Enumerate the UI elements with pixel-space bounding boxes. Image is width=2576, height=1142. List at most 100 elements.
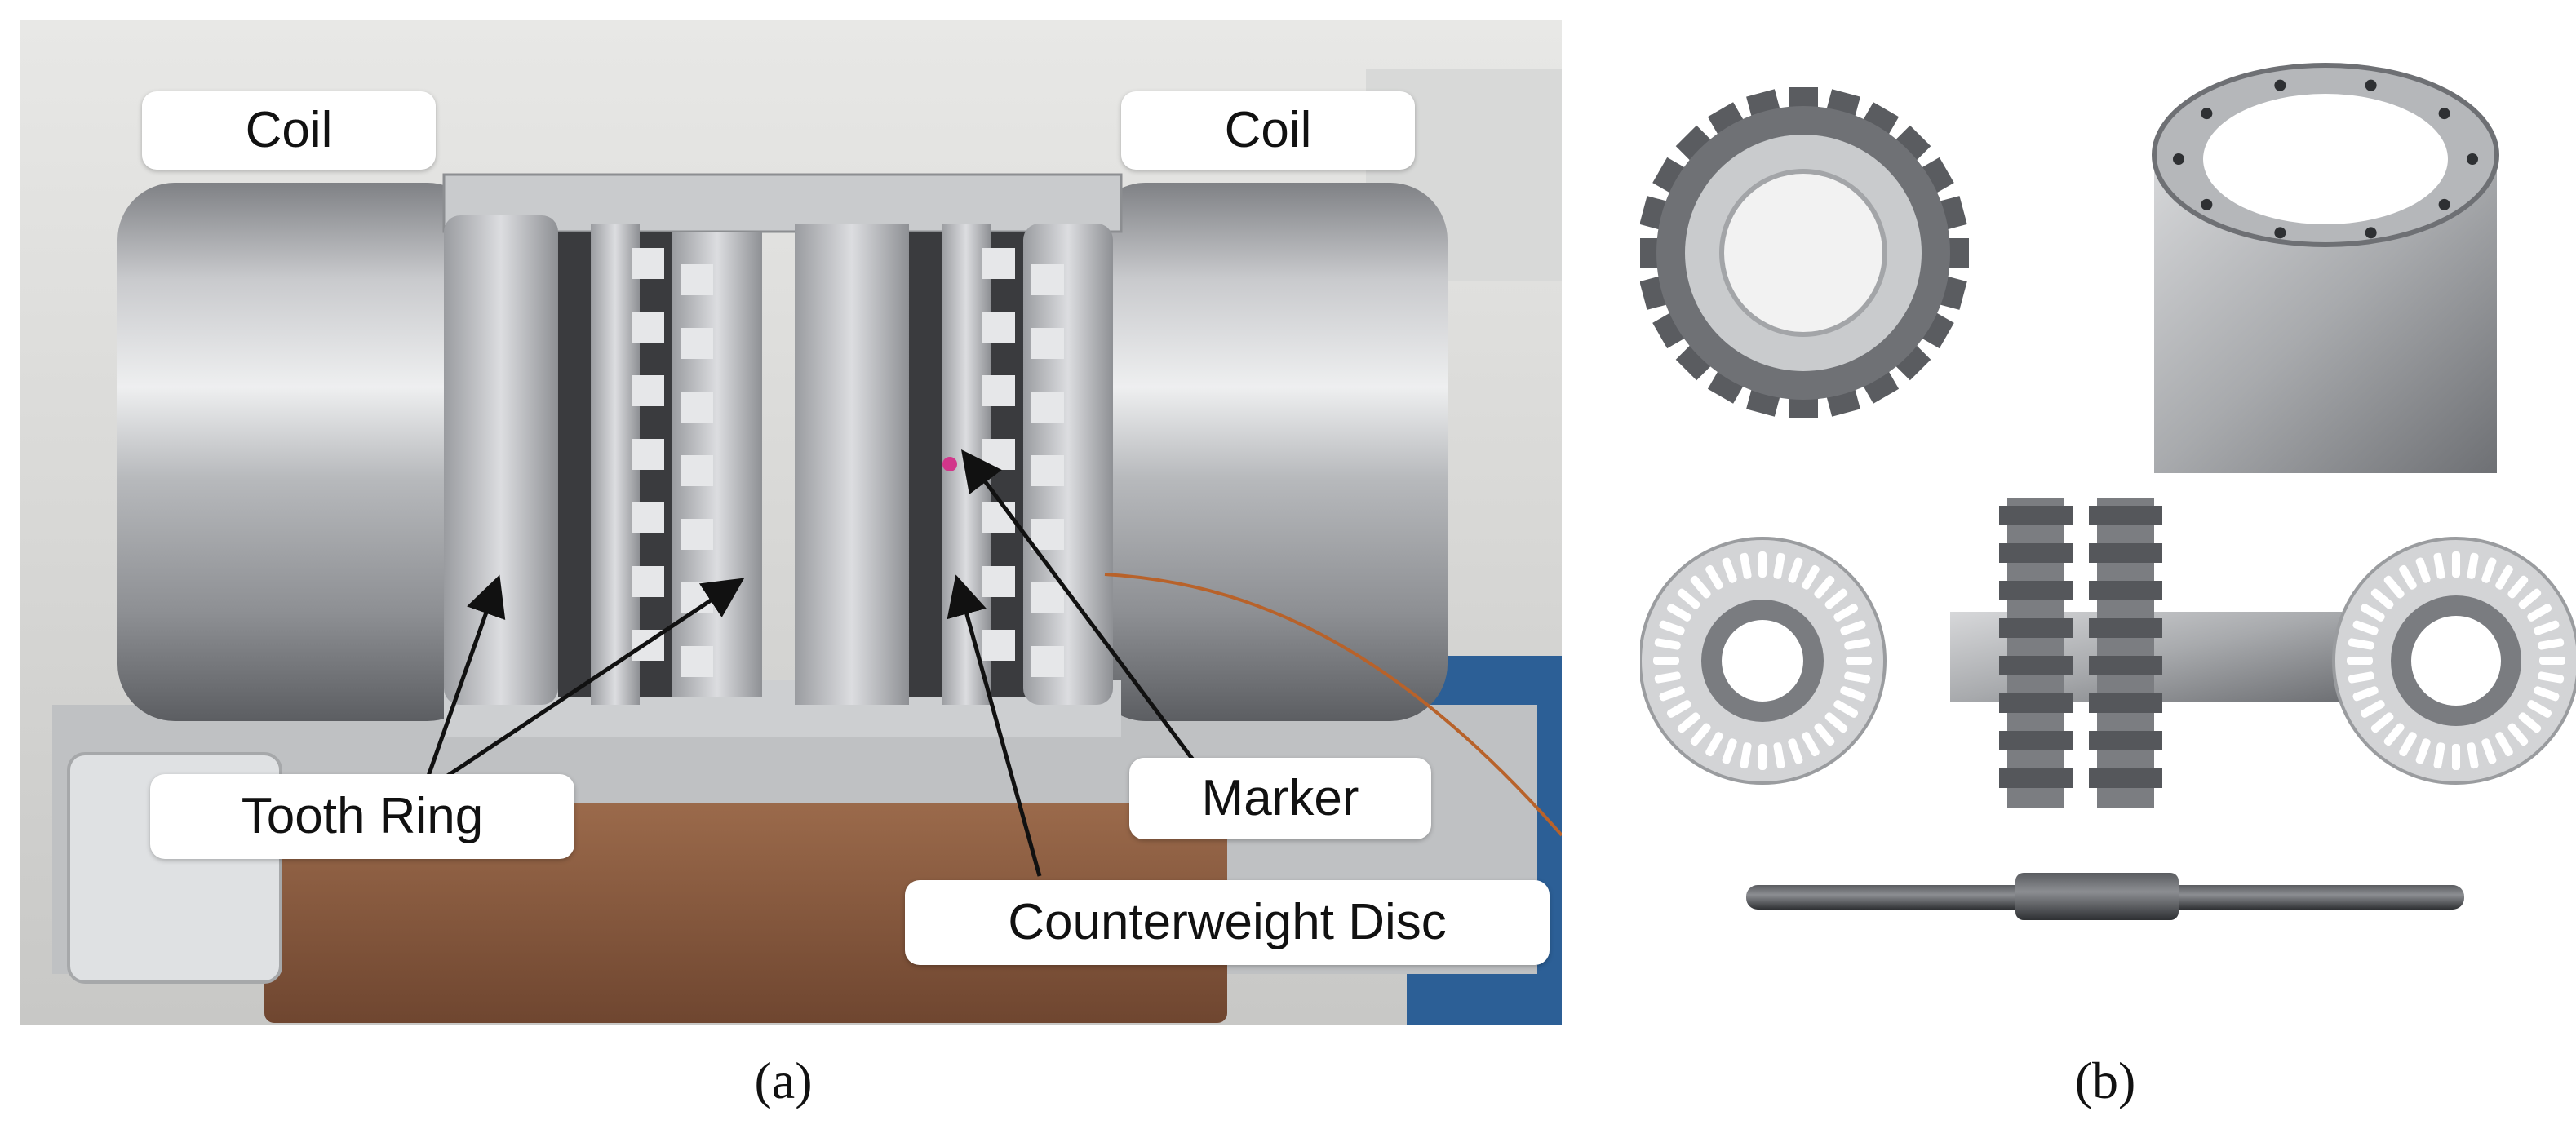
rotor-tooth <box>1999 768 2073 788</box>
rotor-tooth <box>2089 731 2162 750</box>
stator-slot <box>2467 742 2479 769</box>
stator-slot <box>1677 588 1700 609</box>
stator-slot <box>2539 657 2565 665</box>
disassembled-parts-illustration <box>1640 63 2576 920</box>
tooth-slot <box>1031 328 1064 359</box>
stator-slot <box>2538 671 2565 684</box>
caption-a: (a) <box>754 1051 813 1109</box>
stator-slot <box>2481 738 2497 764</box>
stator-slot <box>1690 723 1711 746</box>
marker-dot <box>942 457 957 471</box>
stator-slot <box>2352 686 2379 702</box>
stator-slot <box>2347 657 2373 665</box>
stator-slot <box>1833 604 1859 622</box>
stator-slot <box>1758 551 1767 578</box>
hollow-cylinder <box>2152 63 2499 473</box>
stator-slot <box>2399 732 2417 757</box>
stator-slot <box>1740 742 1752 769</box>
photo-assembled-device: Coil Coil Tooth Ring Marker Counterweigh… <box>20 20 1562 1025</box>
tooth-slot <box>632 502 664 533</box>
stator-disc-right <box>2332 537 2576 785</box>
stator-slot <box>1824 712 1848 733</box>
label-tooth-ring: Tooth Ring <box>150 774 574 859</box>
stator-slot <box>2383 723 2405 746</box>
rotor-tooth <box>1999 506 2073 525</box>
rotor-tooth <box>1999 581 2073 600</box>
stator-slot <box>2348 671 2374 684</box>
stator-slot <box>1677 712 1700 733</box>
stator-slot <box>2518 712 2542 733</box>
rotor-tooth <box>1999 618 2073 638</box>
stator-slot <box>2495 564 2513 590</box>
stator-slot <box>2415 557 2431 583</box>
stator-slot <box>1758 744 1767 770</box>
tooth-slot <box>681 264 713 295</box>
rotor-tooth <box>1999 543 2073 563</box>
tooth-slot <box>632 248 664 279</box>
stator-slot <box>1722 738 1737 764</box>
stator-slot <box>2467 552 2479 579</box>
stator-slot <box>2452 551 2460 578</box>
photo-disassembled-parts <box>1640 41 2576 1003</box>
tooth-slot <box>632 312 664 343</box>
stator-slot <box>2527 604 2552 622</box>
tooth-slot <box>982 502 1015 533</box>
arrow-marker <box>961 449 1197 764</box>
assembled-device-illustration <box>20 20 1562 1025</box>
bolt-hole <box>2274 227 2286 239</box>
stator-slot <box>1844 638 1871 650</box>
bolt-hole <box>2274 79 2286 91</box>
tooth-slot <box>681 519 713 550</box>
tooth-slot <box>681 328 713 359</box>
stator-slot <box>1722 557 1737 583</box>
stator-slot <box>2360 700 2385 718</box>
tooth-slot <box>982 248 1015 279</box>
bolt-hole <box>2201 108 2213 120</box>
tooth-slot <box>632 439 664 470</box>
stator-slot <box>2370 712 2394 733</box>
stator-disc-left <box>1640 537 1887 785</box>
shaft <box>1746 873 2464 920</box>
stator-slot <box>2352 620 2379 635</box>
stator-slot <box>1814 723 1835 746</box>
tooth-slot <box>1031 455 1064 486</box>
bolt-hole <box>2365 227 2377 239</box>
stator-slot <box>1824 588 1848 609</box>
rotor-assembly <box>1950 498 2342 808</box>
caption-b: (b) <box>2074 1051 2136 1109</box>
stator-slot <box>2433 742 2445 769</box>
rotor-tooth <box>2089 768 2162 788</box>
stator-slot <box>1773 552 1785 579</box>
stator-slot <box>2495 732 2513 757</box>
tooth-slot <box>681 646 713 677</box>
stator-slot <box>1802 564 1820 590</box>
tooth-slot <box>982 630 1015 661</box>
tooth-slot <box>982 566 1015 597</box>
top-bracket <box>442 173 1123 233</box>
tooth-slot <box>1031 646 1064 677</box>
label-marker: Marker <box>1129 758 1431 839</box>
stator-slot <box>2527 700 2552 718</box>
arrow-tooth-ring-left <box>425 574 506 779</box>
stator-slot <box>2433 552 2445 579</box>
tooth-slot <box>982 439 1015 470</box>
stator-slot <box>2360 604 2385 622</box>
stator-slot <box>1666 604 1691 622</box>
stator-slot <box>2383 575 2405 599</box>
bolt-hole <box>2467 153 2478 165</box>
label-coil-left: Coil <box>142 91 436 170</box>
rotor-tooth <box>1999 731 2073 750</box>
stator-slot <box>1788 557 1803 583</box>
bolt-hole <box>2438 198 2450 210</box>
copper-wire <box>1104 573 1562 837</box>
tooth-slot <box>1031 392 1064 423</box>
rotor-tooth <box>2089 506 2162 525</box>
stator-slot <box>1773 742 1785 769</box>
left-tooth-ring-assembly <box>444 215 762 705</box>
stator-slot <box>2534 620 2560 635</box>
tooth-slot <box>982 312 1015 343</box>
tooth-slot <box>1031 264 1064 295</box>
tooth-slot <box>982 375 1015 406</box>
stator-slot <box>1690 575 1711 599</box>
coil-right-housing <box>1088 183 1448 721</box>
